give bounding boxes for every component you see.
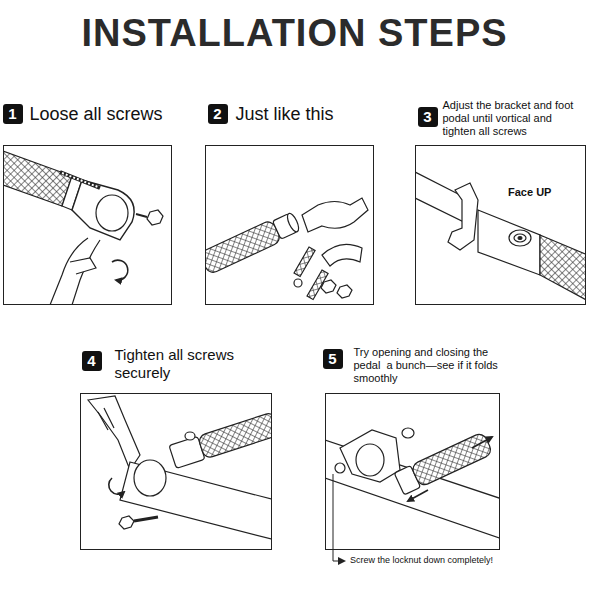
step-number: 5 xyxy=(323,349,343,369)
step-number: 1 xyxy=(3,104,23,124)
step-panel: 5Try opening and closing the pedal a bun… xyxy=(325,393,500,550)
step-number: 2 xyxy=(208,104,228,124)
step-instruction: Try opening and closing the pedal a bunc… xyxy=(354,346,504,386)
panel-2-drawing xyxy=(206,198,368,299)
panel-5-drawing xyxy=(326,428,499,540)
face-up-label: Face UP xyxy=(507,186,552,198)
leader-line xyxy=(333,474,344,561)
step-number: 4 xyxy=(82,351,102,371)
step-instruction: Tighten all screws securely xyxy=(115,346,265,382)
step-panel: 1Loose all screws xyxy=(3,145,172,305)
step-number: 3 xyxy=(418,107,438,127)
panel-1-drawing xyxy=(4,150,163,304)
step-instruction: Adjust the bracket and foot podal until … xyxy=(443,99,587,139)
step-panel: 3Adjust the bracket and foot podal until… xyxy=(415,145,586,305)
step-instruction: Loose all screws xyxy=(30,104,170,126)
step-panel: 2Just like this xyxy=(205,145,374,305)
locknut-note: Screw the locknut down completely! xyxy=(349,555,494,565)
panel-4-drawing xyxy=(88,396,271,540)
step-panel: 4Tighten all screws securely xyxy=(80,393,272,550)
step-instruction: Just like this xyxy=(236,104,371,126)
panel-3-drawing xyxy=(416,172,585,302)
title: INSTALLATION STEPS xyxy=(0,12,589,55)
